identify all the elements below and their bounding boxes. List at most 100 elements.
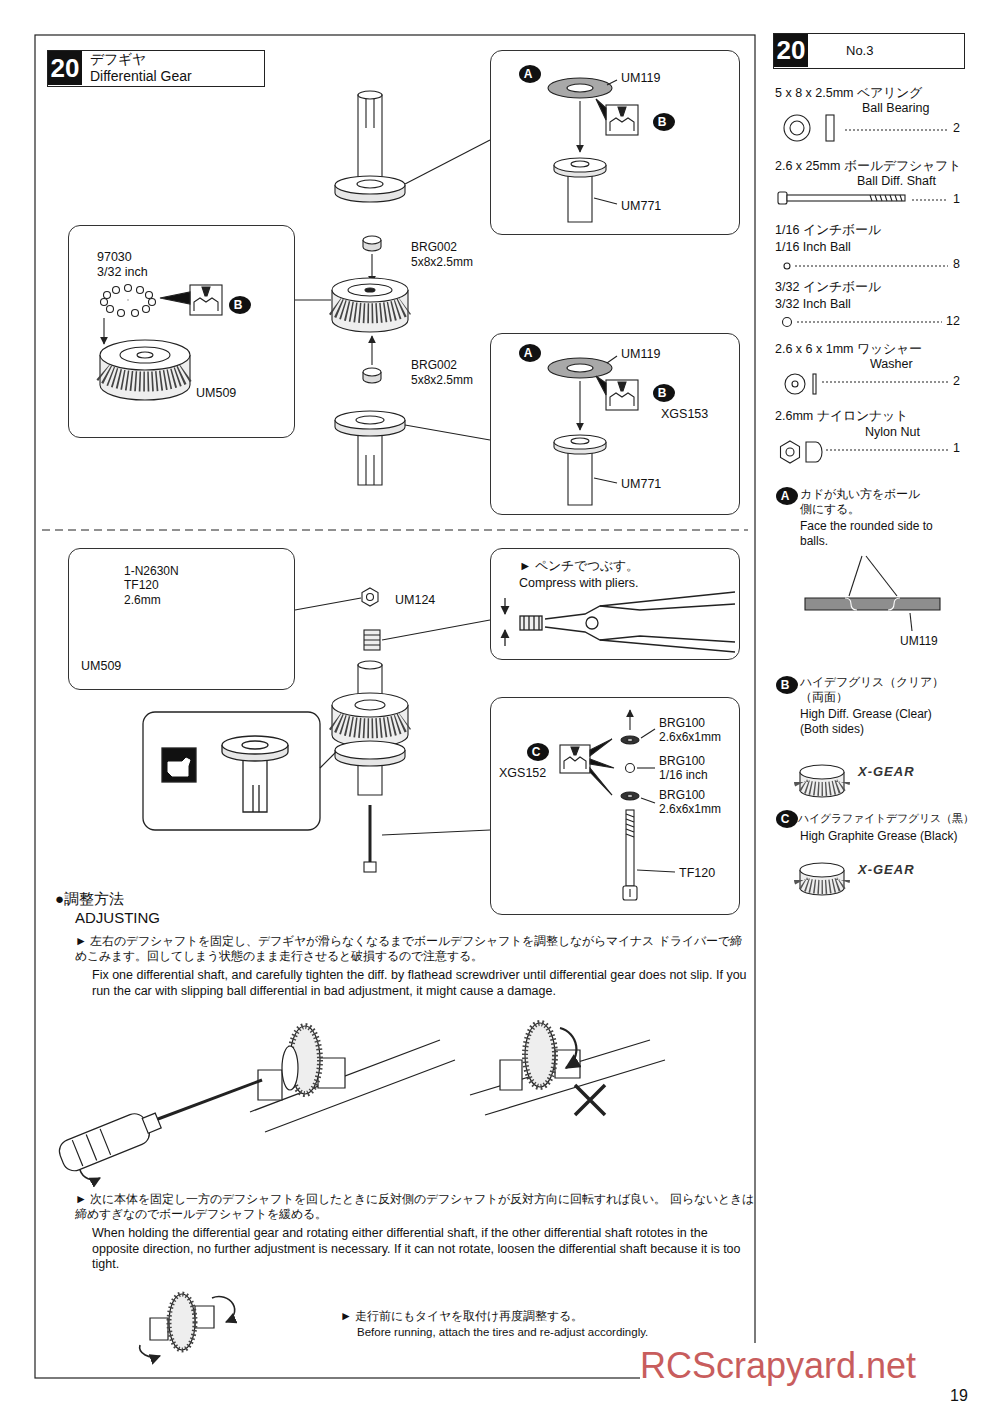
page-frame [35, 35, 755, 1378]
ball-detail [202, 287, 210, 296]
ball-detail [125, 285, 132, 292]
diff-exploded [405, 425, 490, 440]
marker-letter: B [776, 676, 794, 694]
ball-detail [100, 340, 190, 370]
screwdriver-figure [56, 1106, 164, 1175]
instruction-text: ► 次に本体を固定し一方のデフシャフトを回したときに反対側のデフシャフトが反対方… [75, 1192, 755, 1222]
washer-detail [618, 107, 626, 116]
instruction-text: Fix one differential shaft, and carefull… [92, 968, 752, 999]
detail-callout: BRG100 2.6x6x1mmBRG100 1/16 inchBRG100 2… [490, 697, 740, 915]
pliers-symbol [545, 592, 735, 619]
marker-letter: A [519, 65, 537, 83]
parts-icons [870, 195, 902, 201]
shaft-detail [571, 747, 579, 755]
instruction-text: ► 左右のデフシャフトを固定し、デフギヤが滑らなくなるまでボールデフシャフトを調… [75, 934, 745, 964]
grease-jar [800, 863, 844, 877]
washer-detail [618, 382, 626, 391]
marker-letter: C [776, 810, 794, 828]
node-text: 20 [48, 51, 82, 85]
brand-logo: X-GEAR [858, 764, 915, 780]
detail-callout: 1-N2630N TF120 2.6mmUM509 [68, 548, 295, 690]
part-quantity: 2 [953, 121, 960, 137]
rotation-figure [140, 1294, 235, 1357]
node-text: BRG100 2.6x6x1mm [659, 788, 734, 817]
wrong-figure [525, 1023, 555, 1087]
washer-profile [910, 613, 912, 631]
shaft-detail [641, 729, 655, 738]
page-frame [42, 529, 748, 530]
node-text: XGS152 [499, 766, 546, 781]
part-name: 1/16 インチボール [775, 223, 881, 239]
note-marker: A [776, 487, 798, 505]
parts-icons [787, 195, 905, 201]
ball-detail [101, 285, 156, 317]
shaft-detail [629, 889, 630, 897]
diff-exploded [358, 95, 382, 180]
shaft-detail [641, 798, 655, 803]
parts-icons [792, 381, 798, 387]
washer-detail [554, 158, 606, 172]
shaft-detail [637, 870, 675, 872]
note-text: High Graphite Grease (Black) [800, 829, 957, 844]
check-callout [242, 741, 268, 749]
parts-icons [826, 449, 948, 450]
washer-detail [594, 478, 617, 483]
washer-detail [596, 376, 606, 395]
part-quantity: 2 [953, 374, 960, 390]
diff-exploded [335, 176, 405, 194]
shaft-detail [590, 759, 614, 768]
washer-detail [571, 161, 589, 167]
diff-assembled [320, 752, 336, 768]
washer-profile [888, 598, 900, 610]
washer-profile [805, 598, 940, 610]
wrong-figure [525, 1023, 555, 1087]
node-text: ► ペンチでつぶす。 [519, 559, 639, 574]
shaft-detail [627, 739, 633, 742]
part-name: Nylon Nut [865, 425, 920, 441]
diff-assembled [369, 805, 372, 862]
screwdriver-figure [80, 1170, 100, 1180]
marker-letter: C [527, 743, 545, 761]
node-text: デフギヤ [90, 52, 146, 68]
part-name: 2.6mm ナイロンナット [775, 409, 908, 425]
node-text: BRG100 1/16 inch [659, 754, 721, 783]
screwdriver-figure [250, 1040, 455, 1132]
check-callout [143, 712, 320, 830]
rotation-figure [195, 1306, 214, 1328]
diff-assembled [367, 594, 374, 601]
note-text: ハイデフグリス（クリア） （両面） [800, 675, 970, 705]
note-marker: C [527, 743, 549, 761]
rotation-figure [150, 1318, 168, 1340]
washer-detail [567, 84, 593, 92]
pliers-symbol [505, 592, 735, 652]
diff-exploded [356, 416, 384, 424]
node-text: Compress with pliers. [519, 576, 638, 591]
washer-detail [594, 198, 617, 204]
node-text: TF120 [679, 866, 715, 881]
washer-detail [596, 99, 606, 120]
part-name: 1/16 Inch Ball [775, 240, 851, 256]
part-name: 2.6 x 25mm ボールデフシャフト [775, 159, 961, 175]
part-name: 2.6 x 6 x 1mm ワッシャー [775, 342, 922, 358]
part-name: Ball Bearing [862, 101, 929, 117]
watermark: RCScrapyard.net [640, 1343, 916, 1388]
washer-profile [866, 556, 897, 596]
diff-assembled [362, 588, 378, 606]
washer-detail [606, 105, 638, 135]
check-callout [222, 736, 288, 754]
part-name: Ball Diff. Shaft [857, 174, 936, 190]
parts-icons [795, 265, 948, 266]
ball-detail [100, 285, 222, 401]
shaft-detail [626, 814, 634, 837]
screwdriver-figure [56, 1026, 455, 1180]
note-marker: B [229, 296, 251, 314]
diff-assembled [364, 630, 380, 650]
note-marker: A [519, 65, 541, 83]
rotation-figure [140, 1345, 160, 1357]
ball-detail [118, 310, 125, 317]
parts-icons [826, 115, 834, 141]
parts-icons [912, 199, 948, 200]
rotation-figure [212, 1297, 235, 1322]
washer-detail [571, 438, 589, 444]
pliers-symbol [600, 636, 735, 642]
